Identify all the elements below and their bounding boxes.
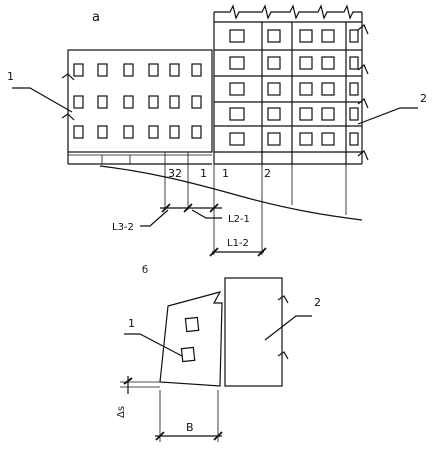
dimension-l32-l21 — [140, 203, 222, 227]
dim-label-l32: L3-2 — [112, 222, 134, 233]
building-1 — [61, 49, 213, 165]
block-2 — [224, 277, 289, 387]
delta-s-label: Δs — [116, 406, 127, 418]
dimension-l12 — [209, 247, 267, 257]
delta-s-dimension — [120, 376, 160, 394]
part-a-letter: а — [92, 10, 100, 25]
width-b-label: B — [186, 421, 194, 434]
axis-label-1-right: 1 — [222, 167, 229, 180]
building-1-label: 1 — [7, 70, 14, 83]
axis-label-2: 2 — [264, 167, 271, 180]
block-2-label: 2 — [314, 296, 321, 309]
block-1-label: 1 — [128, 317, 135, 330]
block-1-leader — [124, 333, 183, 357]
width-b-dimension — [155, 390, 223, 442]
dim-label-l12: L1-2 — [227, 238, 249, 249]
building-2-label: 2 — [420, 92, 427, 105]
settlement-curve — [99, 165, 363, 221]
building-2 — [213, 4, 369, 165]
building-2-leader — [357, 107, 418, 125]
part-b-letter: б — [142, 265, 148, 276]
dim-label-l21: L2-1 — [228, 214, 250, 225]
axis-label-1-left: 1 — [200, 167, 207, 180]
block-2-leader — [264, 315, 312, 341]
building-1-leader — [12, 87, 73, 113]
block-1 — [159, 291, 223, 387]
axis-label-3-2: 32 — [168, 167, 182, 180]
